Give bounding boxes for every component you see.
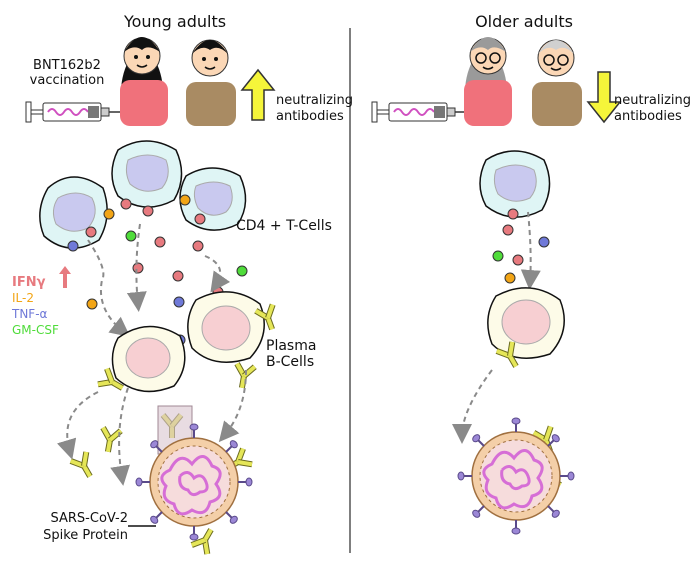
young-man-icon — [186, 39, 236, 126]
left-panel-title: Young adults — [123, 12, 226, 31]
virus-right — [457, 417, 575, 535]
binding-arrows — [56, 369, 247, 486]
right-panel-title: Older adults — [475, 12, 573, 31]
right-antibody-label-line2: antibodies — [614, 109, 682, 124]
bcell-label-line2: B-Cells — [266, 354, 314, 370]
arrow-up-icon — [240, 68, 276, 121]
older-woman-icon — [464, 37, 512, 126]
cytokine-legend: IFNγ IL-2 TNF-α GM-CSF — [11, 266, 71, 337]
young-woman-icon — [120, 37, 168, 126]
left-antibody-label-line2: antibodies — [276, 109, 344, 124]
binding-arrow-right — [452, 369, 493, 444]
vaccine-label-line2: vaccination — [30, 73, 105, 88]
virus-label-line1: SARS-CoV-2 — [51, 511, 129, 526]
activation-arrows — [87, 223, 231, 337]
syringe-icon-right — [371, 101, 472, 123]
older-man-icon — [532, 39, 582, 126]
legend-ifng: IFNγ — [12, 275, 46, 290]
tcell-1 — [39, 176, 108, 249]
ifng-up-arrow-icon — [59, 266, 71, 288]
left-antibody-label-line1: neutralizing — [276, 93, 353, 108]
tcell-3 — [179, 167, 247, 231]
virus-label-line2: Spike Protein — [43, 528, 128, 543]
legend-tnfa: TNF-α — [11, 307, 48, 321]
syringe-icon — [25, 101, 126, 123]
legend-il2: IL-2 — [12, 291, 34, 305]
activation-arrow-right — [520, 211, 541, 290]
tcell-2 — [111, 140, 183, 208]
bcell-label-line1: Plasma — [266, 338, 316, 354]
tcell-right — [479, 150, 551, 218]
legend-gmcsf: GM-CSF — [12, 323, 59, 337]
bcell-right — [487, 287, 565, 359]
bcell-2 — [187, 291, 265, 363]
virus-left — [135, 423, 253, 541]
right-antibody-label-line1: neutralizing — [614, 93, 691, 108]
vaccine-label-line1: BNT162b2 — [33, 58, 101, 73]
cytokine-dots-right — [492, 208, 550, 284]
tcell-label: CD4 + T-Cells — [236, 218, 332, 234]
cytokine-dots-left — [67, 194, 248, 346]
arrow-down-icon — [586, 71, 622, 124]
bcell-1 — [111, 325, 186, 393]
